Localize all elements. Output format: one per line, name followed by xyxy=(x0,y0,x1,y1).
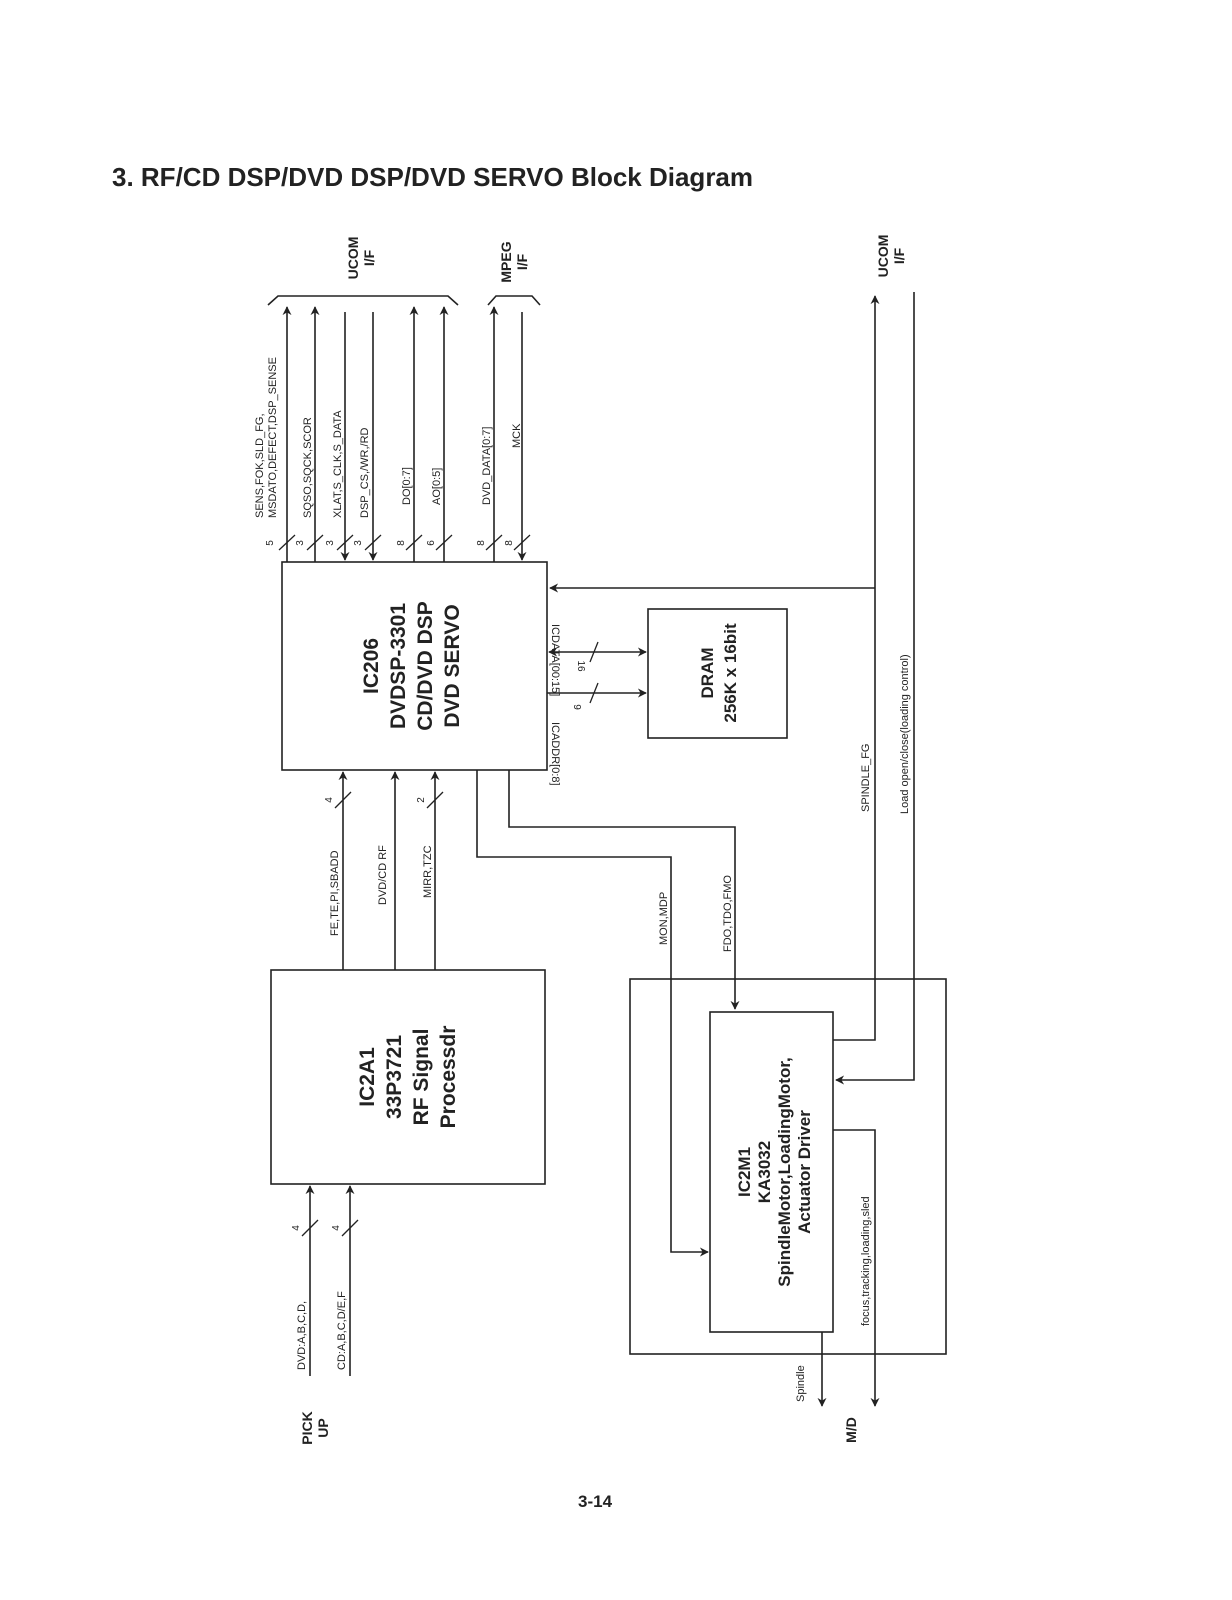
svg-text:I/F: I/F xyxy=(361,249,377,266)
page-number: 3-14 xyxy=(578,1492,613,1511)
svg-text:16: 16 xyxy=(575,660,586,672)
ic2a1-block: IC2A1 33P3721 RF Signal Processdr xyxy=(270,969,546,1185)
ic2m1-block: IC2M1 KA3032 SpindleMotor,LoadingMotor, … xyxy=(709,1011,834,1333)
line-spindle-fg: SPINDLE_FG xyxy=(833,295,880,1041)
bus-ao: 6 AO[0:5] xyxy=(426,306,453,562)
svg-text:CD:A,B,C,D/E,F: CD:A,B,C,D/E,F xyxy=(336,1291,348,1370)
ucom-top-brace xyxy=(267,295,459,306)
ic206-label-2: DVDSP-3301 xyxy=(387,603,410,729)
svg-text:AO[0:5]: AO[0:5] xyxy=(431,468,443,505)
md-port: M/D xyxy=(843,1417,859,1443)
svg-text:SPINDLE_FG: SPINDLE_FG xyxy=(860,744,872,812)
svg-text:4: 4 xyxy=(324,797,335,803)
svg-text:SQSO,SQCK,SCOR: SQSO,SQCK,SCOR xyxy=(302,417,314,518)
bus-cd-abcdef: 4 CD:A,B,C,D/E,F xyxy=(331,1185,359,1376)
svg-text:SENS,FOK,SLD_FG,: SENS,FOK,SLD_FG, xyxy=(254,413,266,518)
ic206-block: IC206 DVDSP-3301 CD/DVD DSP DVD SERVO xyxy=(281,561,548,771)
bus-sqso: 3 SQSO,SQCK,SCOR xyxy=(295,306,324,562)
bus-do: 8 DO[0:7] xyxy=(396,306,423,562)
dram-block: DRAM 256K x 16bit xyxy=(647,608,788,739)
svg-text:ICDATA[00:15]: ICDATA[00:15] xyxy=(549,624,561,696)
svg-text:MCK: MCK xyxy=(511,423,523,448)
svg-text:4: 4 xyxy=(291,1225,302,1231)
svg-text:MPEG: MPEG xyxy=(498,241,514,282)
line-spindle-out: Spindle xyxy=(795,1332,827,1407)
bus-mirr-tzc: 2 MIRR,TZC xyxy=(416,771,444,970)
line-focus-out: focus,tracking,loading,sled xyxy=(833,1129,880,1407)
svg-text:Spindle: Spindle xyxy=(795,1365,807,1402)
svg-text:UP: UP xyxy=(315,1418,331,1437)
ucom-top-port: UCOM I/F xyxy=(345,237,377,280)
svg-text:6: 6 xyxy=(426,540,437,546)
svg-text:2: 2 xyxy=(416,797,427,803)
svg-text:8: 8 xyxy=(396,540,407,546)
bus-mck: 8 MCK xyxy=(504,312,531,561)
svg-text:DSP_CS,/WR,/RD: DSP_CS,/WR,/RD xyxy=(359,427,371,518)
bus-fe-te: 4 FE,TE,PI,SBADD xyxy=(324,771,352,970)
line-fdo-tdo: FDO,TDO,FMO xyxy=(508,770,740,1010)
svg-text:DO[0:7]: DO[0:7] xyxy=(401,467,413,505)
svg-text:3: 3 xyxy=(353,540,364,546)
pickup-port: PICK UP xyxy=(299,1411,331,1444)
line-mon-mdp: MON,MDP xyxy=(476,770,709,1257)
svg-text:3: 3 xyxy=(325,540,336,546)
bus-dvd-cd-rf: DVD/CD RF xyxy=(377,771,400,970)
svg-text:9: 9 xyxy=(571,704,582,710)
ic2a1-label-2: 33P3721 xyxy=(383,1035,406,1119)
svg-text:5: 5 xyxy=(265,540,276,546)
svg-text:XLAT,S_CLK,S_DATA: XLAT,S_CLK,S_DATA xyxy=(332,410,344,518)
svg-text:8: 8 xyxy=(504,540,515,546)
page-title: 3. RF/CD DSP/DVD DSP/DVD SERVO Block Dia… xyxy=(112,162,754,192)
ic2m1-label-2: KA3032 xyxy=(755,1141,774,1203)
svg-text:FDO,TDO,FMO: FDO,TDO,FMO xyxy=(722,875,734,952)
svg-text:focus,tracking,loading,sled: focus,tracking,loading,sled xyxy=(860,1196,872,1326)
ic2a1-label-4: Processdr xyxy=(437,1026,460,1129)
ic206-label-1: IC206 xyxy=(360,638,383,694)
dram-label-2: 256K x 16bit xyxy=(721,623,740,723)
svg-text:3: 3 xyxy=(295,540,306,546)
svg-text:MON,MDP: MON,MDP xyxy=(658,892,670,945)
svg-text:I/F: I/F xyxy=(891,247,907,264)
svg-text:Load open/close(loading contro: Load open/close(loading control) xyxy=(899,654,911,814)
bus-xlat: 3 XLAT,S_CLK,S_DATA xyxy=(325,312,354,561)
bus-icaddr: 9 ICADDR[0:8] xyxy=(547,682,647,786)
ic206-label-4: DVD SERVO xyxy=(441,604,464,727)
svg-text:M/D: M/D xyxy=(843,1417,859,1443)
svg-text:FE,TE,PI,SBADD: FE,TE,PI,SBADD xyxy=(329,850,341,936)
svg-text:4: 4 xyxy=(331,1225,342,1231)
svg-text:DVD:A,B,C,D,: DVD:A,B,C,D, xyxy=(296,1301,308,1370)
svg-text:ICADDR[0:8]: ICADDR[0:8] xyxy=(549,722,561,786)
bus-sens: 5 SENS,FOK,SLD_FG, MSDATO,DEFECT,DSP_SEN… xyxy=(254,306,296,562)
ic2m1-label-1: IC2M1 xyxy=(735,1147,754,1197)
mpeg-brace xyxy=(487,295,541,306)
svg-text:DVD_DATA[0:7]: DVD_DATA[0:7] xyxy=(481,427,493,505)
svg-text:8: 8 xyxy=(476,540,487,546)
svg-text:UCOM: UCOM xyxy=(875,235,891,278)
ucom-right-port: UCOM I/F xyxy=(875,235,907,278)
svg-text:I/F: I/F xyxy=(514,253,530,270)
svg-text:PICK: PICK xyxy=(299,1411,315,1444)
line-load-ctrl: Load open/close(loading control) xyxy=(835,292,915,1085)
ic206-label-3: CD/DVD DSP xyxy=(414,601,437,731)
ic2a1-label-1: IC2A1 xyxy=(356,1047,379,1107)
bus-icdata: 16 ICDATA[00:15] xyxy=(548,624,647,696)
bus-dsp-cs: 3 DSP_CS,/WR,/RD xyxy=(353,312,382,561)
svg-text:MSDATO,DEFECT,DSP_SENSE: MSDATO,DEFECT,DSP_SENSE xyxy=(267,357,279,518)
svg-text:UCOM: UCOM xyxy=(345,237,361,280)
ic2m1-label-3: SpindleMotor,LoadingMotor, xyxy=(775,1057,794,1286)
svg-text:DVD/CD RF: DVD/CD RF xyxy=(377,845,389,905)
bus-dvd-abcd: 4 DVD:A,B,C,D, xyxy=(291,1185,319,1376)
svg-text:MIRR,TZC: MIRR,TZC xyxy=(422,845,434,898)
ic2m1-label-4: Actuator Driver xyxy=(795,1110,814,1234)
bus-dvd-data: 8 DVD_DATA[0:7] xyxy=(476,306,503,562)
ic2a1-label-3: RF Signal xyxy=(410,1029,433,1126)
dram-label-1: DRAM xyxy=(698,648,717,699)
ic2m1-outer-frame xyxy=(629,978,947,1355)
mpeg-port: MPEG I/F xyxy=(498,241,530,282)
